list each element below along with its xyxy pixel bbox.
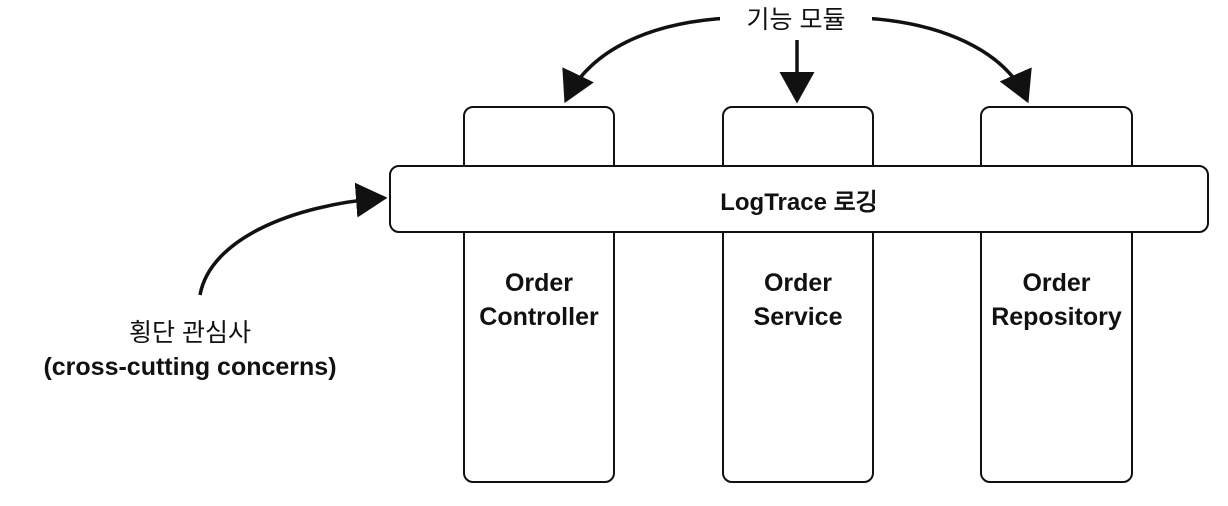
module-name: Order <box>504 269 574 297</box>
cross-cutting-label-en: (cross-cutting concerns) <box>43 353 337 381</box>
cross-cutting-label: 횡단 관심사 <box>129 319 251 347</box>
module-name: Order <box>1022 269 1091 297</box>
module-name: Service <box>753 303 843 331</box>
arrow-to-repository <box>861 16 1032 104</box>
logtrace-label: LogTrace 로깅 <box>720 188 878 216</box>
arrow-to-logtrace <box>198 182 388 296</box>
arrow-to-controller <box>562 16 731 104</box>
module-name: Order <box>763 269 833 297</box>
logtrace-bar: LogTrace 로깅 <box>389 165 1209 233</box>
module-name: Repository <box>991 303 1122 331</box>
module-name: Controller <box>479 303 599 331</box>
feature-module-label: 기능 모듈 <box>720 0 872 36</box>
